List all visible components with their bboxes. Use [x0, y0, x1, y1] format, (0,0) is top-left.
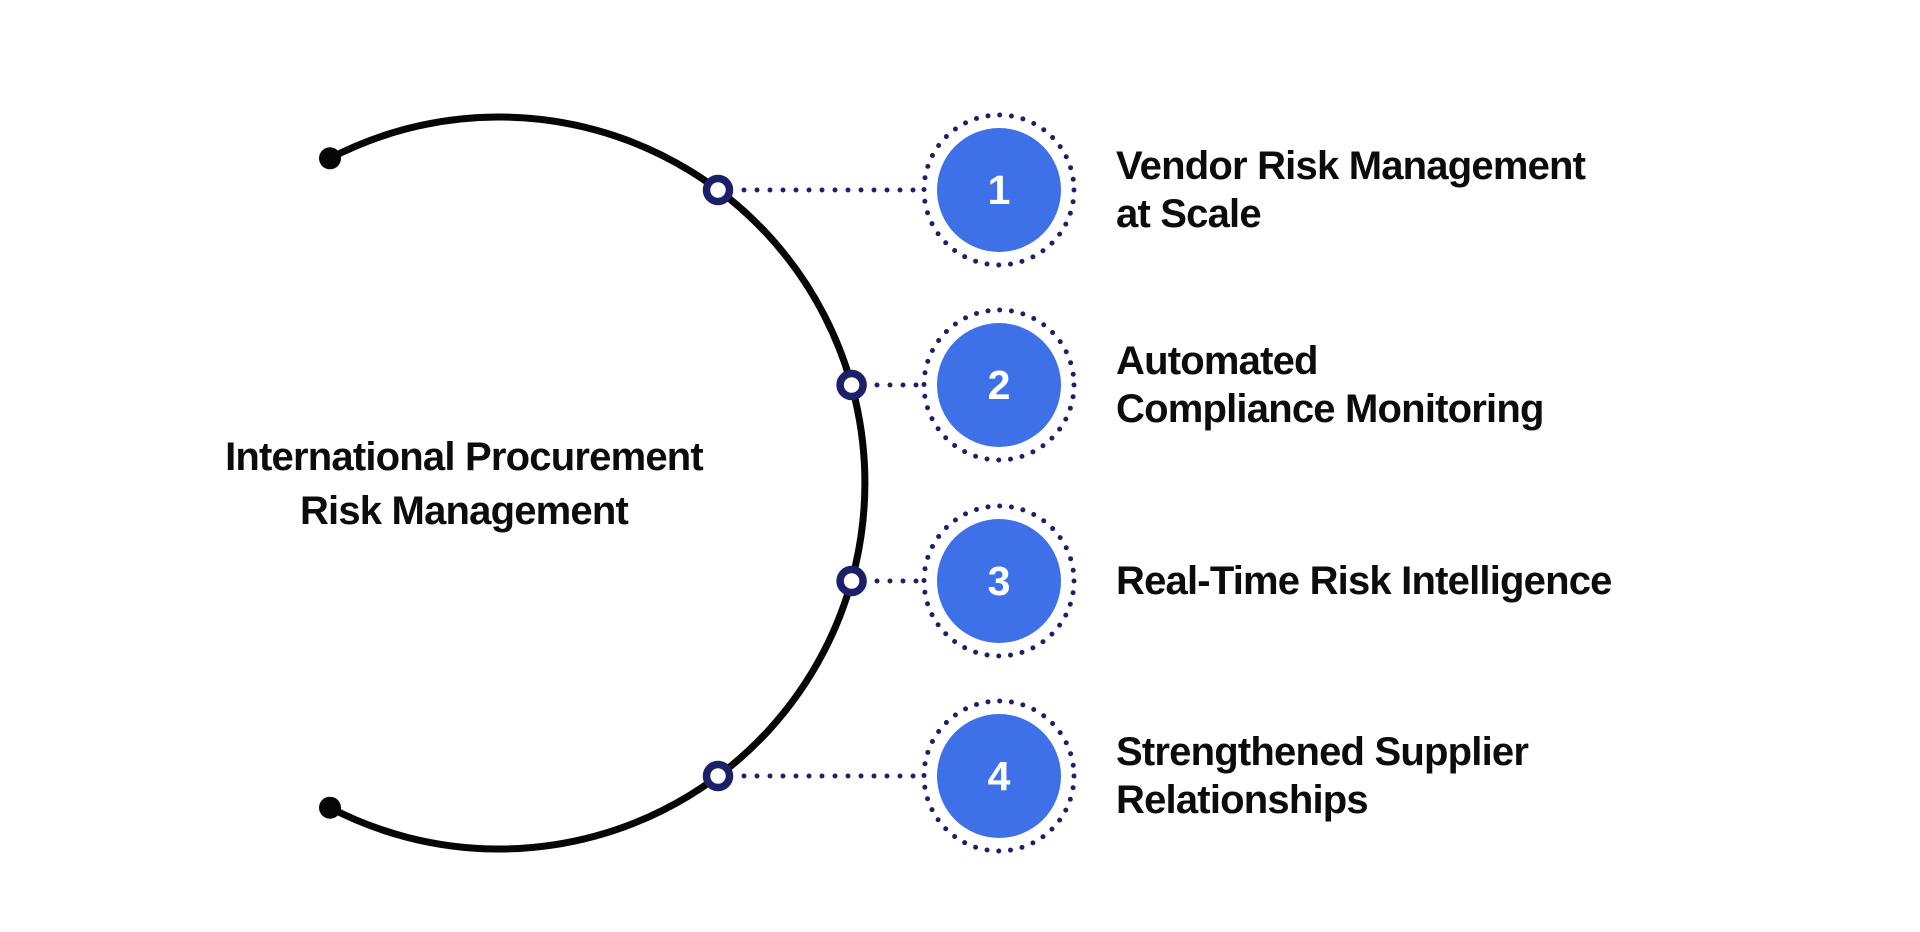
step-circle-2: 2: [937, 323, 1061, 447]
arc-node-ring-1: [702, 174, 734, 206]
arc-node-ring-4: [702, 760, 734, 792]
dotted-ring-2: [921, 307, 1077, 463]
step-label-1: Vendor Risk Management at Scale: [1116, 144, 1586, 236]
step-number-2: 2: [987, 361, 1011, 408]
step-circle-4: 4: [937, 714, 1061, 838]
arc-node-ring-2: [836, 369, 867, 401]
step-number-3: 3: [987, 557, 1011, 604]
arc-node-ring-3: [836, 565, 867, 597]
dotted-ring-3: [921, 503, 1077, 659]
step-label-3: Real-Time Risk Intelligence: [1116, 559, 1612, 603]
diagram-title: International Procurement Risk Managemen…: [225, 435, 704, 533]
arc-endpoint-dot-top: [319, 147, 341, 170]
dotted-ring-4: [921, 698, 1077, 854]
step-number-4: 4: [987, 752, 1011, 799]
step-label-4: Strengthened Supplier Relationships: [1116, 730, 1529, 822]
step-circle-3: 3: [937, 519, 1061, 643]
step-number-1: 1: [987, 166, 1011, 213]
arc-endpoint-dot-bottom: [319, 796, 341, 819]
dotted-ring-1: [921, 112, 1077, 268]
arc-path: [328, 113, 869, 853]
step-label-2: Automated Compliance Monitoring: [1116, 339, 1544, 431]
step-circle-1: 1: [937, 128, 1061, 252]
